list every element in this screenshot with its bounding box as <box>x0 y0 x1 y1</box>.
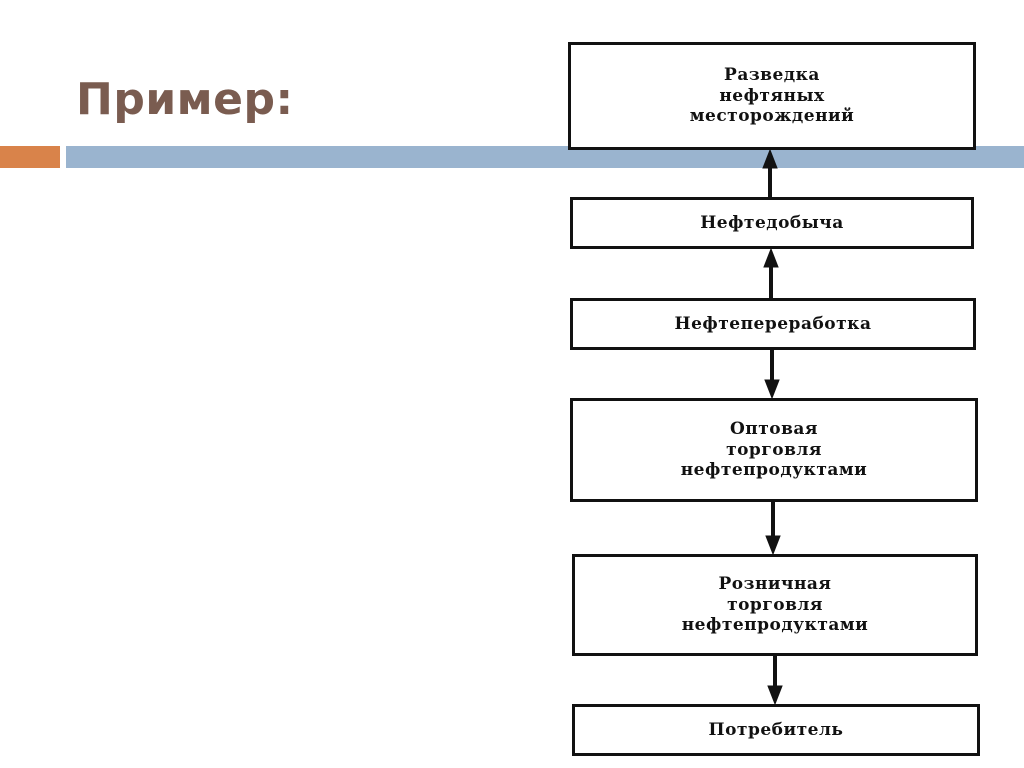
flow-box-retail: Розничная торговля нефтепродуктами <box>572 554 978 656</box>
flow-box-consumer: Потребитель <box>572 704 980 756</box>
arrow-down-to-consumer <box>767 656 783 706</box>
flow-box-exploration: Разведка нефтяных месторождений <box>568 42 976 150</box>
flow-box-oil-refining: Нефтепереработка <box>570 298 976 350</box>
arrow-down-to-retail <box>765 502 781 556</box>
flow-box-oil-production: Нефтедобыча <box>570 197 974 249</box>
accent-bar-orange <box>0 146 60 168</box>
arrow-up-to-production <box>763 247 779 298</box>
slide-title: Пример: <box>76 74 294 125</box>
flow-box-wholesale: Оптовая торговля нефтепродуктами <box>570 398 978 502</box>
accent-bar-blue <box>66 146 1024 168</box>
arrow-down-to-wholesale <box>764 350 780 400</box>
